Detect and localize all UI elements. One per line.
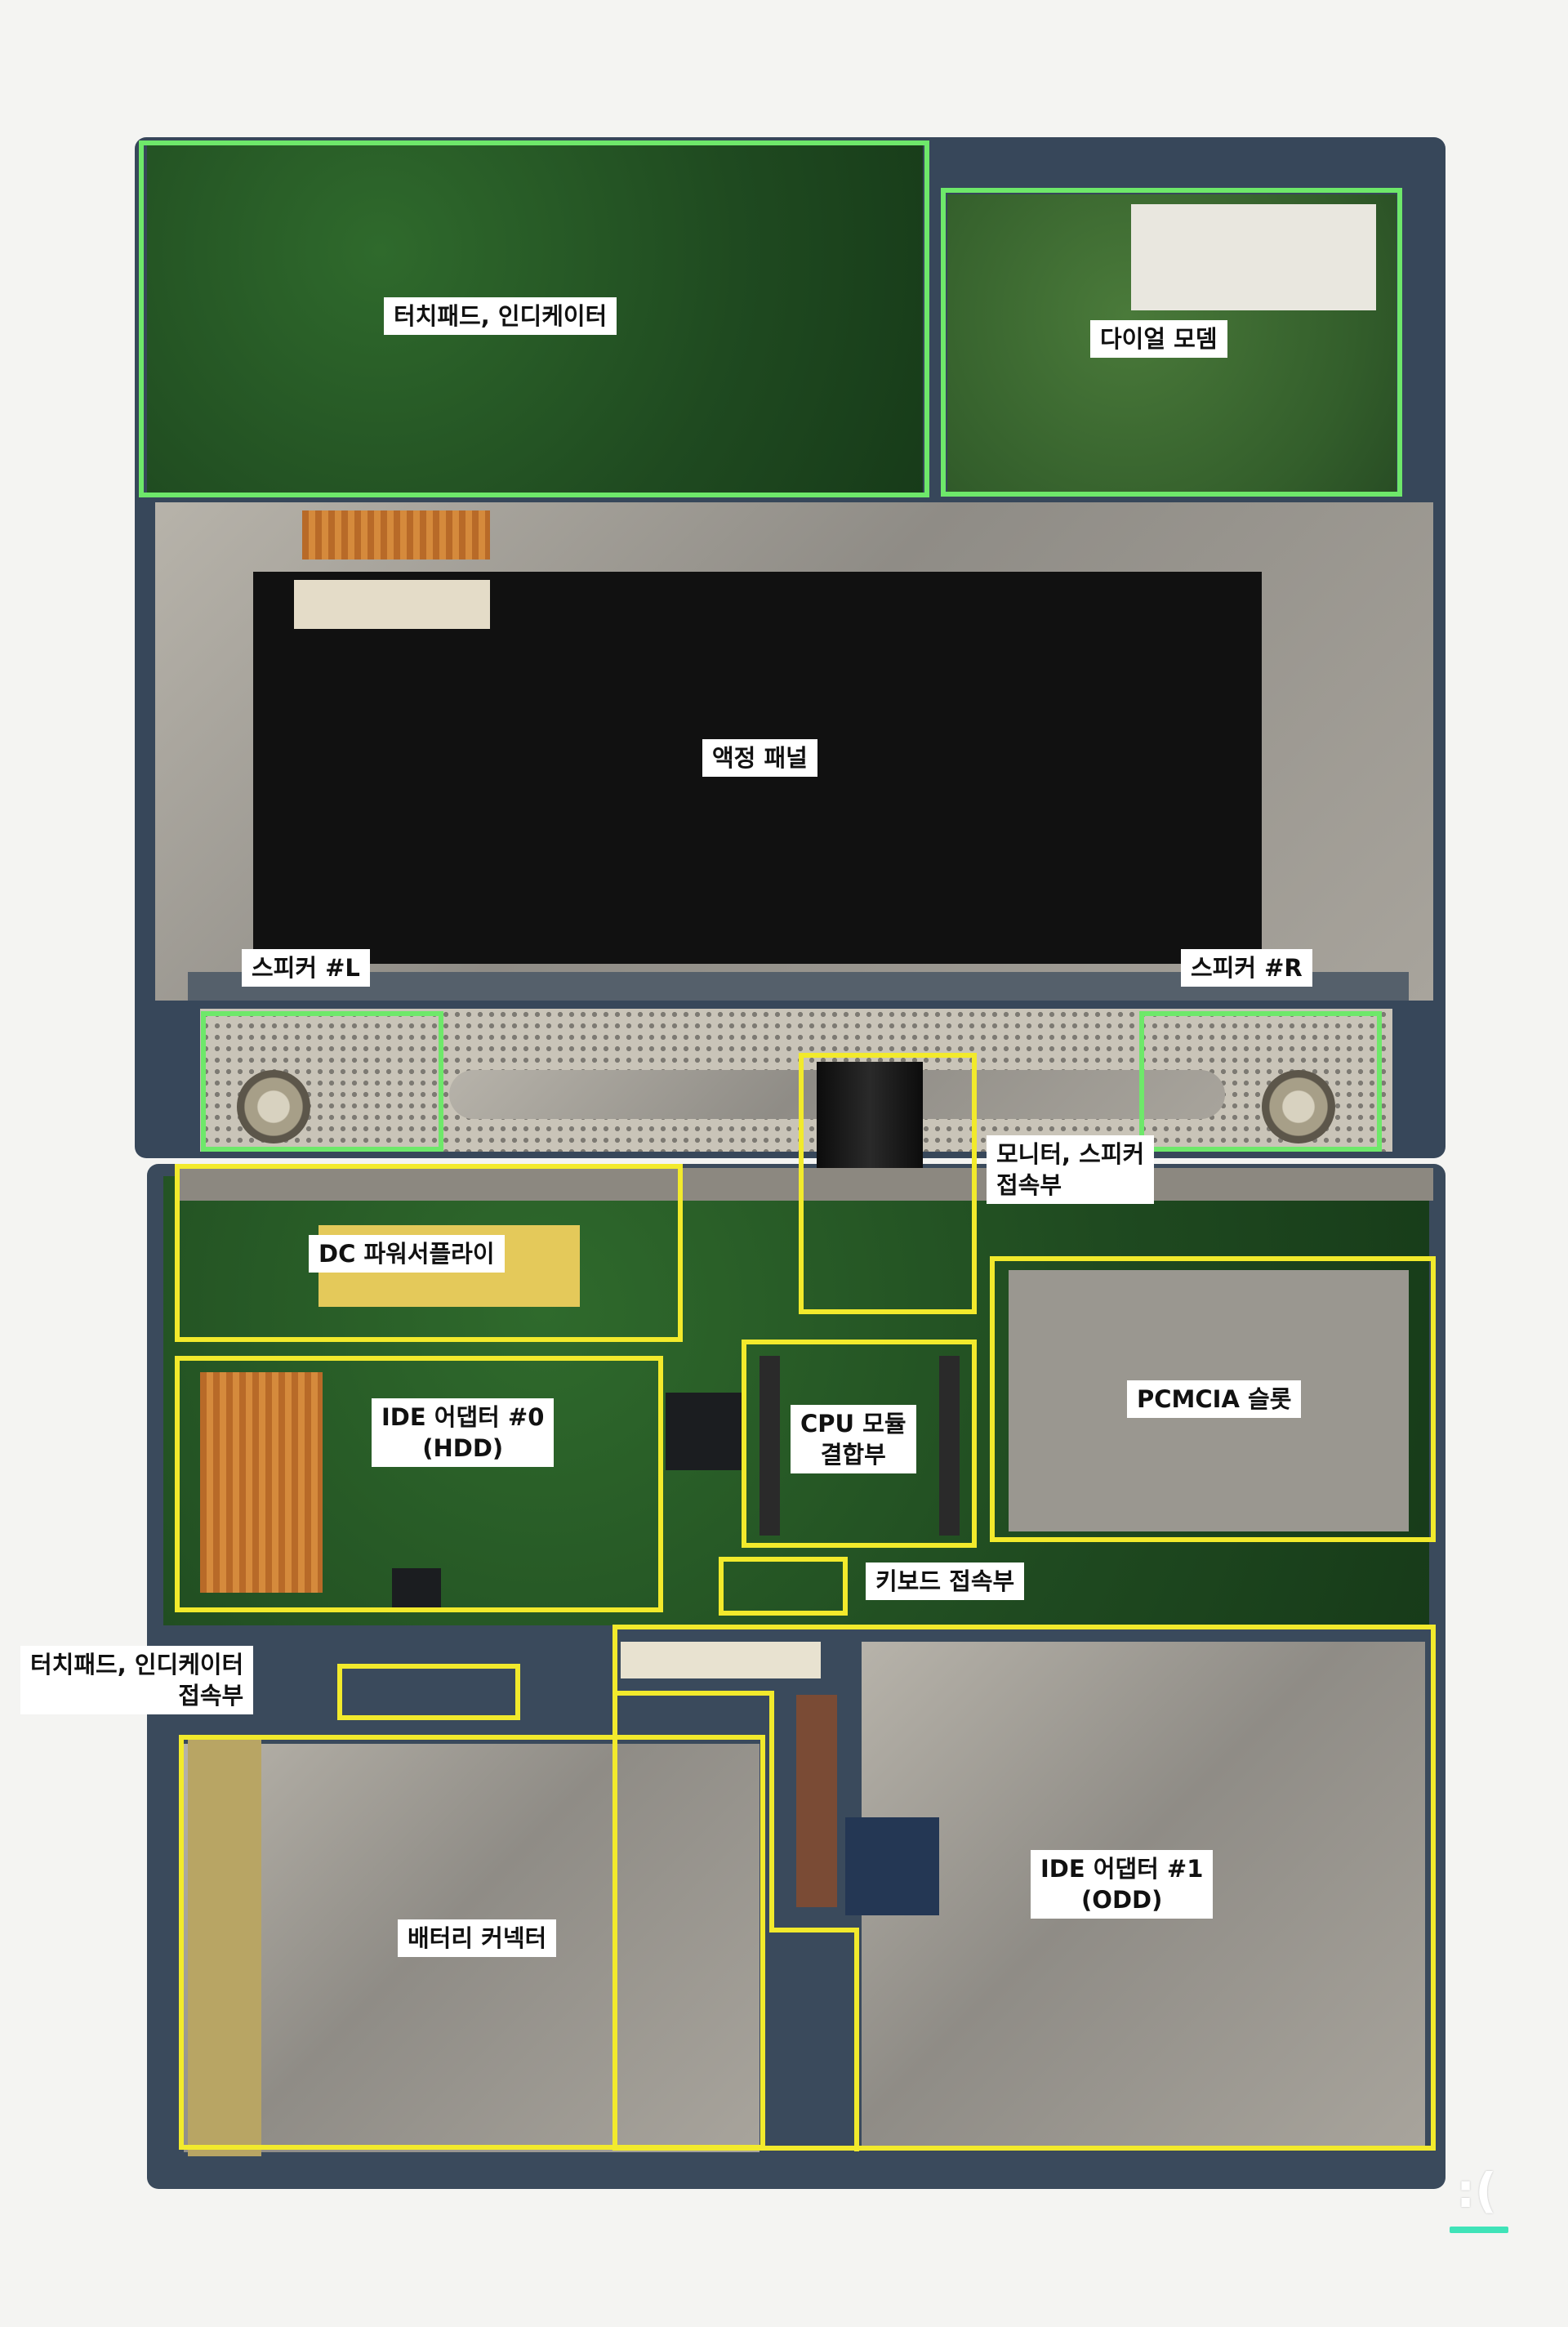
logo-underline [1450, 2227, 1508, 2233]
chip-1 [666, 1393, 743, 1470]
watermark-logo: :( [1450, 2163, 1515, 2236]
label-touchpad-connector: 터치패드, 인디케이터 접속부 [20, 1646, 254, 1714]
cpu-socket-right [939, 1356, 960, 1536]
ide1-box-inner-edge [769, 1694, 774, 1931]
label-modem: 다이얼 모뎀 [1090, 320, 1227, 358]
base-hinge-rail [176, 1168, 1433, 1201]
label-monitor-connector: 모니터, 스피커 접속부 [987, 1135, 1155, 1204]
label-touchpad-connector-line2: 접속부 [178, 1682, 244, 1710]
ide1-connector [621, 1642, 821, 1678]
speaker-left-box [201, 1011, 443, 1152]
touchpad-connector-box [337, 1664, 520, 1720]
ide1-box [612, 1625, 1436, 2151]
label-pcmcia: PCMCIA 슬롯 [1127, 1380, 1302, 1418]
battery-contacts [188, 1740, 261, 2156]
label-cpu: CPU 모듈 결합부 [791, 1405, 916, 1473]
odd-connector [845, 1817, 939, 1915]
cpu-socket-left [760, 1356, 780, 1536]
lcd-flex-cable [302, 510, 490, 559]
lcd-connector [294, 580, 490, 629]
battery-box [179, 1735, 765, 2150]
speaker-right-box [1139, 1011, 1382, 1152]
label-ide1-line1: IDE 어댑터 #1 [1040, 1855, 1204, 1883]
label-ide0: IDE 어댑터 #0 (HDD) [372, 1398, 555, 1467]
label-lcd-panel: 액정 패널 [702, 739, 817, 777]
label-ide0-line1: IDE 어댑터 #0 [381, 1403, 545, 1431]
label-dc-power: DC 파워서플라이 [309, 1235, 505, 1273]
keyboard-connector-box [719, 1557, 848, 1616]
cpu-box [742, 1340, 977, 1548]
label-keyboard-connector: 키보드 접속부 [866, 1562, 1025, 1600]
sad-face-icon: :( [1456, 2163, 1497, 2218]
monitor-connector-box [799, 1053, 977, 1314]
ide1-box-inner-top [612, 1691, 774, 1696]
label-cpu-line2: 결합부 [820, 1441, 886, 1469]
label-ide1-line2: (ODD) [1081, 1886, 1163, 1914]
label-monitor-connector-line2: 접속부 [996, 1171, 1062, 1199]
odd-pin-header [796, 1695, 837, 1907]
modem-sticker [1131, 204, 1376, 310]
speaker-left [237, 1070, 310, 1143]
chip-2 [392, 1568, 441, 1609]
label-touchpad-connector-line1: 터치패드, 인디케이터 [30, 1651, 244, 1678]
ide1-box-inner-edge-2 [854, 1928, 859, 2151]
pcmcia-box [990, 1256, 1436, 1542]
label-touchpad-board: 터치패드, 인디케이터 [384, 297, 617, 335]
label-speaker-left: 스피커 #L [242, 949, 370, 987]
ide0-box [175, 1356, 663, 1612]
touchpad-region-box [139, 140, 929, 497]
label-speaker-right: 스피커 #R [1181, 949, 1312, 987]
label-ide1: IDE 어댑터 #1 (ODD) [1031, 1850, 1214, 1919]
label-monitor-connector-line1: 모니터, 스피커 [996, 1140, 1145, 1168]
modem-region-box [941, 188, 1402, 497]
label-cpu-line1: CPU 모듈 [800, 1410, 906, 1438]
label-ide0-line2: (HDD) [422, 1434, 504, 1462]
speaker-right [1262, 1070, 1335, 1143]
ide1-box-inner-step [769, 1928, 859, 1932]
dc-power-box [175, 1164, 683, 1342]
ide0-flex-cable [200, 1372, 323, 1593]
label-battery-connector: 배터리 커넥터 [398, 1919, 557, 1957]
